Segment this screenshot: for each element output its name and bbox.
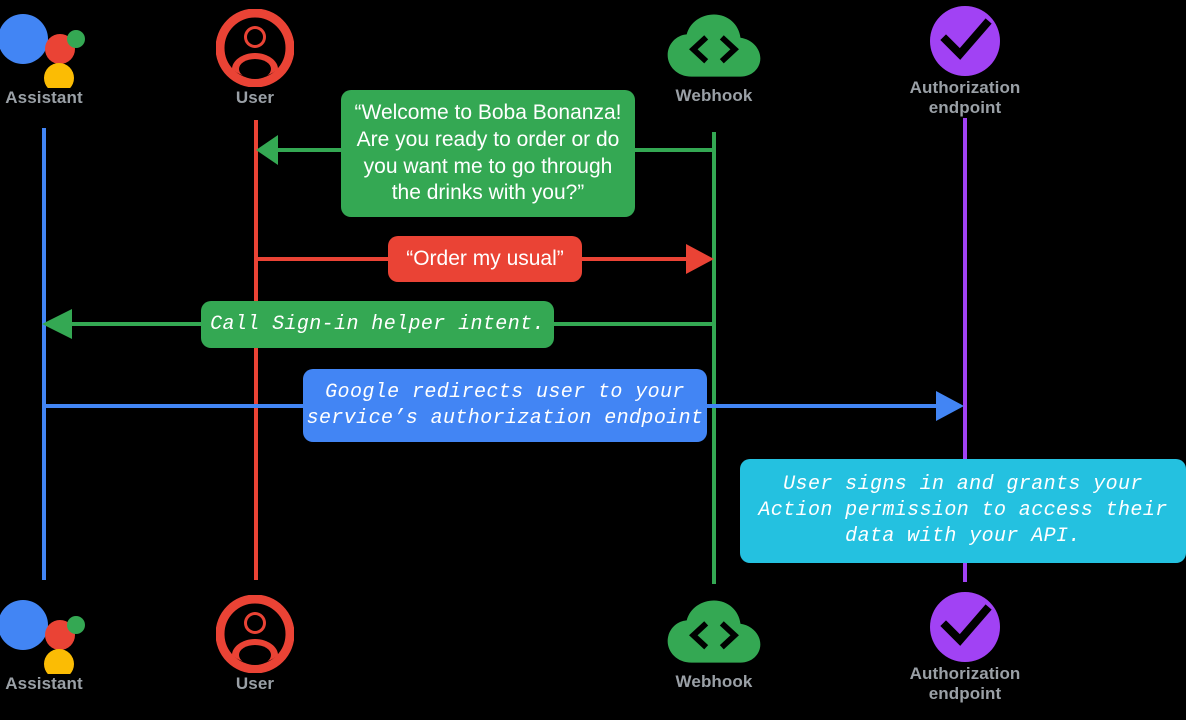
connector-redirect-left xyxy=(42,404,312,408)
connector-signin-right xyxy=(548,322,716,326)
message-line: Are you ready to order or do xyxy=(356,127,620,151)
actor-label-auth-line2: endpoint xyxy=(928,98,1002,118)
actor-label-auth-line1: Authorization xyxy=(909,78,1021,97)
actor-label-user: User xyxy=(235,88,275,107)
arrowhead-redirect xyxy=(936,391,964,421)
google-assistant-icon xyxy=(0,594,92,674)
message-line: you want me to go through xyxy=(363,154,613,178)
actor-webhook-top: Webhook xyxy=(629,6,799,106)
purple-check-circle-icon xyxy=(917,590,1013,664)
arrowhead-welcome xyxy=(256,135,278,165)
google-assistant-icon xyxy=(0,8,92,88)
message-line: Google redirects user to your xyxy=(325,380,685,404)
arrowhead-signin xyxy=(42,309,72,339)
message-line: Call Sign-in helper intent. xyxy=(210,312,545,336)
connector-redirect-right xyxy=(700,404,937,408)
actor-assistant-bottom: Assistant xyxy=(0,594,129,694)
arrowhead-order xyxy=(686,244,714,274)
actor-label-assistant: Assistant xyxy=(5,88,83,107)
message-box-welcome: “Welcome to Boba Bonanza! Are you ready … xyxy=(341,90,635,217)
lifeline-user xyxy=(254,120,258,580)
connector-order-left xyxy=(254,257,394,261)
cloud-code-icon xyxy=(666,6,762,86)
actor-label-auth: Authorization endpoint xyxy=(910,78,1021,118)
actor-label-assistant: Assistant xyxy=(5,674,83,693)
message-line: the drinks with you?” xyxy=(391,181,585,205)
user-avatar-icon xyxy=(207,594,303,674)
actor-label-auth-line1: Authorization xyxy=(909,664,1021,683)
connector-welcome-left xyxy=(268,148,346,152)
actor-user-top: User xyxy=(170,8,340,108)
actor-auth-bottom: Authorization endpoint xyxy=(880,590,1050,704)
message-box-user-signs-in: User signs in and grants your Action per… xyxy=(740,459,1186,563)
connector-order-right xyxy=(575,257,687,261)
message-box-google-redirect: Google redirects user to your service’s … xyxy=(303,369,707,442)
actor-label-webhook: Webhook xyxy=(675,86,753,105)
actor-auth-top: Authorization endpoint xyxy=(880,4,1050,118)
message-box-order-my-usual: “Order my usual” xyxy=(388,236,582,282)
actor-label-auth: Authorization endpoint xyxy=(910,664,1021,704)
message-line: Action permission to access their xyxy=(758,499,1168,522)
message-line: User signs in and grants your xyxy=(783,473,1143,496)
actor-webhook-bottom: Webhook xyxy=(629,592,799,692)
user-avatar-icon xyxy=(207,8,303,88)
cloud-code-icon xyxy=(666,592,762,672)
message-line: data with your API. xyxy=(845,525,1081,548)
actor-user-bottom: User xyxy=(170,594,340,694)
message-box-call-signin-helper: Call Sign-in helper intent. xyxy=(201,301,554,348)
connector-signin-left xyxy=(72,322,212,326)
purple-check-circle-icon xyxy=(917,4,1013,78)
connector-welcome-right xyxy=(634,148,716,152)
lifeline-webhook xyxy=(712,132,716,584)
actor-assistant-top: Assistant xyxy=(0,8,129,108)
actor-label-webhook: Webhook xyxy=(675,672,753,691)
lifeline-assistant xyxy=(42,128,46,580)
actor-label-user: User xyxy=(235,674,275,693)
message-line: “Welcome to Boba Bonanza! xyxy=(354,101,622,125)
actor-label-auth-line2: endpoint xyxy=(928,684,1002,704)
lifeline-auth xyxy=(963,118,967,582)
message-line: “Order my usual” xyxy=(406,246,564,270)
message-line: service’s authorization endpoint xyxy=(306,406,704,430)
